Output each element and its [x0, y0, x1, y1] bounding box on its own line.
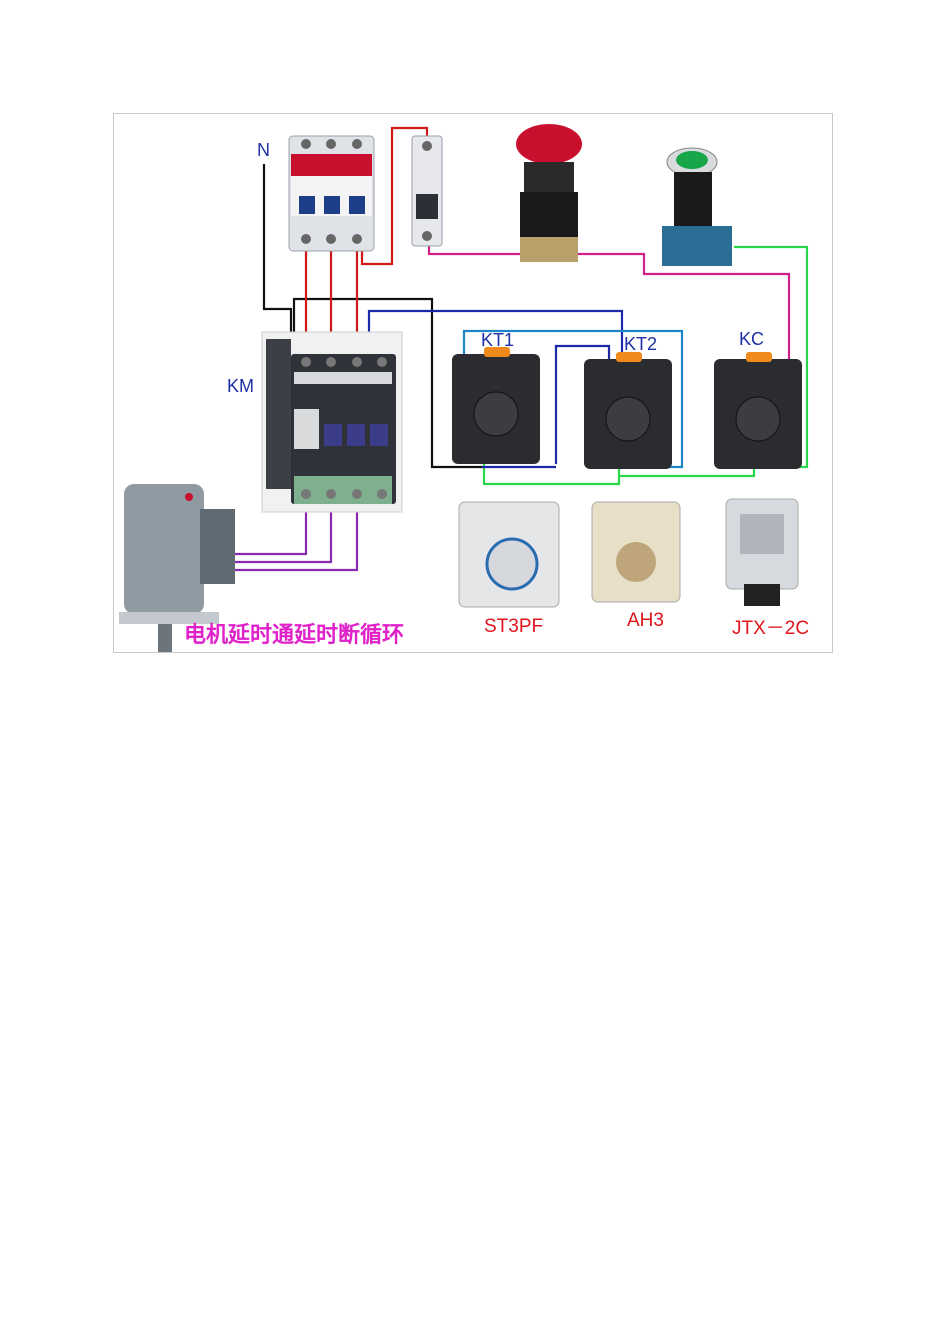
label-km: KM	[227, 376, 254, 396]
label-ah3: AH3	[627, 610, 664, 631]
label-kt2: KT2	[624, 334, 657, 354]
label-kc: KC	[739, 329, 764, 349]
relay-kc-base-icon	[714, 352, 802, 469]
wire-magenta-1	[427, 242, 526, 256]
timer-st3pf-icon	[458, 501, 560, 608]
start-button-icon	[662, 147, 732, 266]
wire-purple-2	[234, 504, 333, 564]
motor-icon	[119, 484, 235, 652]
wire-red-ctrl	[360, 126, 429, 266]
wire-purple-3	[234, 504, 359, 572]
wire-black-top	[292, 297, 482, 469]
wire-magenta-2	[576, 252, 791, 369]
circuit-breaker-icon	[288, 135, 375, 252]
timer-kt1-base-icon	[452, 347, 540, 464]
diagram-caption: 电机延时通延时断循环	[184, 622, 404, 648]
timer-ah3-icon	[591, 501, 681, 603]
relay-jtx2c-icon	[725, 498, 799, 606]
label-st3pf: ST3PF	[484, 616, 543, 637]
timer-kt2-base-icon	[584, 352, 672, 469]
contactor-km-icon	[261, 331, 403, 513]
emergency-stop-button-icon	[516, 124, 582, 262]
wire-neutral	[262, 164, 293, 354]
label-jtx2c: JTX－2C	[732, 618, 809, 639]
label-kt1: KT1	[481, 330, 514, 350]
wire-purple-1	[234, 504, 308, 556]
wire-blue-2	[554, 344, 611, 464]
wiring-diagram: N KM KT1 KT2 KC ST3PF AH3 JTX－2C 电机延时通延时…	[113, 113, 833, 653]
label-neutral: N	[257, 140, 270, 160]
wiring-svg: N KM KT1 KT2 KC ST3PF AH3 JTX－2C 电机延时通延时…	[119, 124, 809, 652]
single-pole-breaker-icon	[411, 135, 443, 247]
